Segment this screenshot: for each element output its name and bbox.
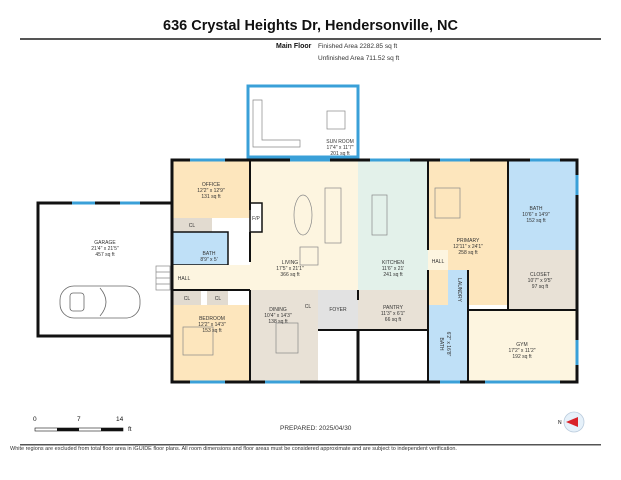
scale-tick-7: 7	[77, 416, 81, 423]
room-dims: 12'2" x 14'3"	[198, 322, 226, 328]
disclaimer: White regions are excluded from total fl…	[10, 446, 457, 452]
room-dims: 10'6" x 14'9"	[522, 212, 550, 218]
bedroom-closet-2	[207, 290, 228, 305]
room-area: 97 sq ft	[532, 284, 549, 290]
room-dims: 17'5" x 21'1"	[276, 266, 304, 272]
room-name: GYM	[516, 342, 527, 348]
primary-bath	[508, 160, 577, 250]
room-area: 201 sq ft	[330, 151, 350, 157]
room-name: BEDROOM	[199, 316, 225, 322]
room-name: CLOSET	[530, 272, 550, 278]
compass-icon	[563, 411, 585, 433]
compass-north-label: N	[558, 420, 562, 426]
room-name: PANTRY	[383, 305, 403, 311]
room-dims: 17'2" x 11'2"	[508, 348, 535, 354]
room-name: GARAGE	[94, 240, 116, 246]
room-area: 131 sq ft	[201, 194, 221, 200]
room-area: 153 sq ft	[202, 328, 222, 334]
foyer-label: FOYER	[329, 307, 347, 313]
room-area: 241 sq ft	[383, 272, 403, 278]
footer-divider	[20, 444, 601, 446]
office	[172, 160, 250, 218]
hall-label: HALL	[178, 276, 191, 282]
room-dims: 6'2" x 16'8"	[445, 332, 451, 357]
hall-label: HALL	[432, 259, 445, 265]
scale-bar	[34, 427, 124, 432]
windows	[72, 158, 579, 384]
room-name: BATH	[530, 206, 543, 212]
room-dims: 12'11" x 24'1"	[453, 244, 483, 250]
gym	[468, 310, 577, 382]
closet-label: CL	[215, 296, 222, 302]
room-area: 138 sq ft	[268, 319, 288, 325]
closet-label: CL	[184, 296, 191, 302]
laundry-label: LAUNDRY	[456, 278, 462, 302]
room-area: 66 sq ft	[385, 317, 402, 323]
room-name: OFFICE	[202, 182, 221, 188]
room-dims: 11'3" x 6'1"	[381, 311, 405, 317]
living	[250, 160, 358, 290]
hall	[172, 265, 250, 290]
room-name: BATH	[438, 338, 444, 351]
room-dims: 12'2" x 12'9"	[197, 188, 225, 194]
dining	[250, 290, 318, 382]
room-area: 152 sq ft	[526, 218, 546, 224]
room-area: 258 sq ft	[458, 250, 478, 256]
room-name: KITCHEN	[382, 260, 404, 266]
stairs-icon	[155, 265, 171, 291]
room-dims: 11'6" x 21'	[382, 266, 405, 272]
room-area: 457 sq ft	[95, 252, 115, 258]
scale-tick-14: 14	[116, 416, 124, 423]
primary-closet	[508, 250, 577, 310]
room-name: DINING	[269, 307, 287, 313]
room-name: LIVING	[282, 260, 299, 266]
laundry	[448, 270, 468, 310]
prepared-date: PREPARED: 2025/04/30	[280, 425, 352, 432]
hall-bath	[171, 231, 229, 266]
sun-room	[246, 84, 360, 159]
room-name: PRIMARY	[457, 238, 480, 244]
third-bath	[428, 305, 468, 382]
fireplace	[249, 202, 263, 233]
scale-unit: ft	[128, 426, 132, 433]
room-dims: 17'4" x 11'7"	[326, 145, 353, 151]
room-area: 366 sq ft	[280, 272, 300, 278]
room-area: 192 sq ft	[512, 354, 532, 360]
kitchen	[358, 160, 428, 290]
interior-walls	[172, 160, 577, 382]
room-dims: 8'9" x 5'	[200, 257, 217, 263]
header-divider	[20, 38, 601, 40]
pantry	[358, 290, 428, 330]
fireplace-label: F/P	[252, 216, 260, 222]
furniture	[182, 99, 461, 356]
scale-tick-0: 0	[33, 416, 37, 423]
car-icon	[59, 285, 141, 319]
office-closet	[172, 218, 212, 232]
garage	[36, 201, 174, 338]
foyer	[318, 290, 358, 330]
bedroom	[172, 305, 250, 382]
unfinished-area: Unfinished Area 711.52 sq ft	[318, 55, 400, 62]
finished-area: Finished Area 2282.85 sq ft	[318, 43, 398, 50]
room-name: BATH	[203, 251, 216, 257]
room-dims: 21'4" x 21'5"	[91, 246, 119, 252]
closet-label: CL	[189, 223, 196, 229]
page-title: 636 Crystal Heights Dr, Hendersonville, …	[163, 18, 458, 34]
room-dims: 10'7" x 9'5"	[528, 278, 553, 284]
closet-label: CL	[305, 304, 312, 310]
small-hall	[428, 250, 448, 270]
room-dims: 10'4" x 14'3"	[264, 313, 292, 319]
room-name: SUN ROOM	[326, 139, 354, 145]
bedroom-closet-1	[172, 290, 201, 305]
floor-name: Main Floor	[276, 43, 312, 50]
